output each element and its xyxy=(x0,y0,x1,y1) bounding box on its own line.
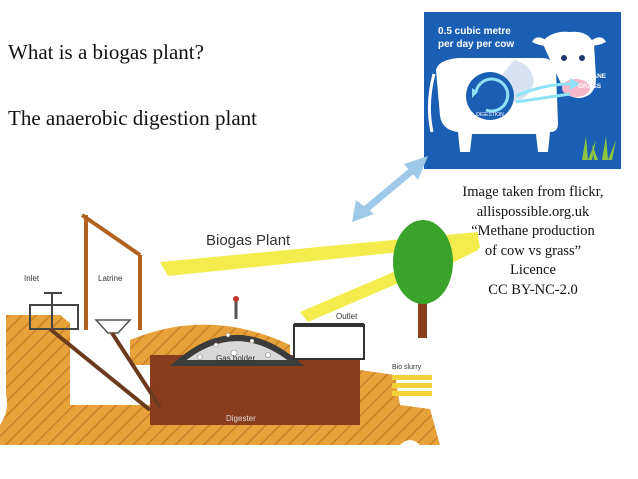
infographic-headline-2: per day per cow xyxy=(438,39,514,50)
plant-title: Biogas Plant xyxy=(206,232,291,249)
biogas-plant-diagram: Biogas Plant Inlet Latrine Gas holder Ou… xyxy=(0,213,440,445)
credit-line: Image taken from flickr, xyxy=(462,184,604,200)
digester-label: Digester xyxy=(226,414,256,423)
flow-arrows xyxy=(515,78,580,104)
credit-line: of cow vs grass” xyxy=(484,242,582,259)
outlet-tank xyxy=(293,324,365,360)
latrine-structure xyxy=(80,213,162,409)
latrine-label: Latrine xyxy=(98,274,123,283)
bio-slurry-pit xyxy=(392,375,432,396)
image-credit: Image taken from flickr, allispossible.o… xyxy=(438,183,628,300)
methane-label: METHANE xyxy=(574,73,607,80)
credit-line: CC BY-NC-2.0 xyxy=(488,281,578,298)
bio-slurry-label: Bio slurry xyxy=(392,364,422,371)
credit-line: Licence xyxy=(510,262,556,278)
inlet-structure xyxy=(29,292,152,412)
outlet-label: Outlet xyxy=(336,312,358,321)
gas-holder-label: Gas holder xyxy=(216,354,255,363)
cow-methane-infographic: 0.5 cubic metre per day per cow DIGESTIO… xyxy=(424,12,621,169)
credit-line: allispossible.org.uk xyxy=(476,203,590,220)
gas-valve xyxy=(233,296,239,302)
slide-title-question: What is a biogas plant? xyxy=(8,40,204,64)
grass-label: GRASS xyxy=(578,83,602,90)
slide-title-subtitle: The anaerobic digestion plant xyxy=(8,106,257,130)
infographic-headline-1: 0.5 cubic metre xyxy=(438,26,511,37)
digestion-circle: DIGESTION xyxy=(466,72,514,120)
digestion-label: DIGESTION xyxy=(476,112,504,118)
credit-line: “Methane production xyxy=(471,223,595,239)
digester-tank xyxy=(150,355,360,425)
inlet-label: Inlet xyxy=(24,274,40,283)
grass-icon xyxy=(582,136,616,160)
gas-bubbles xyxy=(197,332,271,360)
